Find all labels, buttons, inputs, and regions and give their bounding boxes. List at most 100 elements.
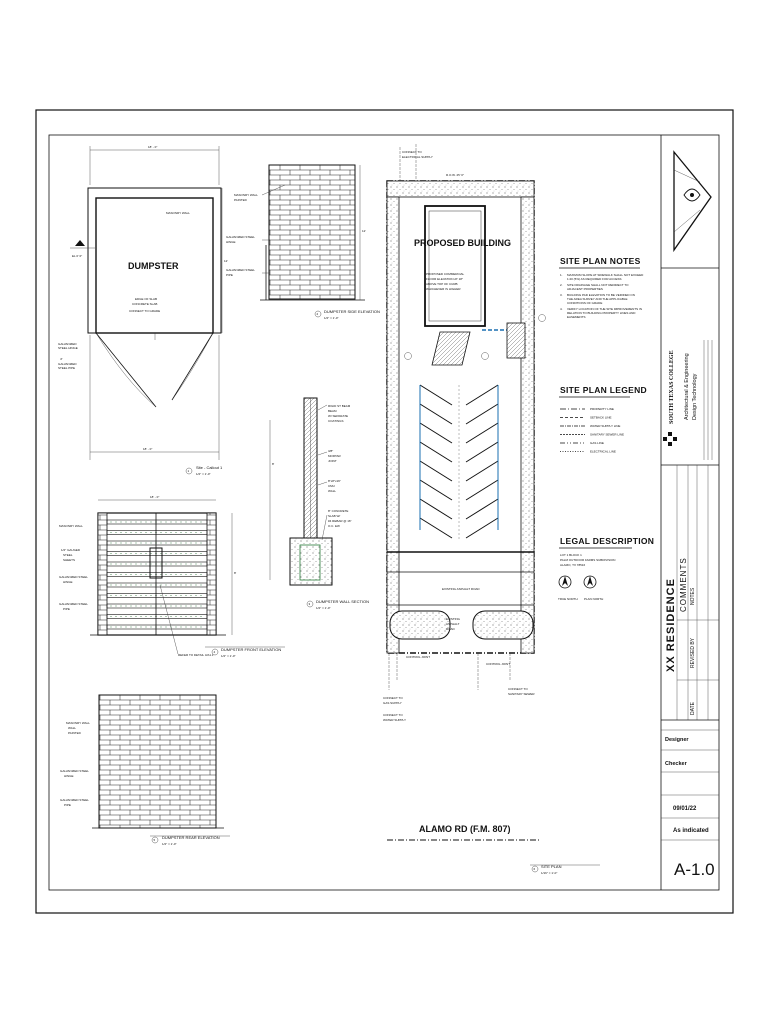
revision-header-notes: NOTES (690, 587, 696, 605)
svg-text:GALVANIZED STEEL: GALVANIZED STEEL (226, 268, 255, 272)
svg-text:EXISTING ASPHALT ROAD: EXISTING ASPHALT ROAD (442, 587, 480, 591)
gate-slat (106, 530, 208, 535)
dumpster-side-elevation: MASONRY WALL PAINTED GALVANIZED STEEL HI… (226, 164, 380, 320)
svg-text:ALAMO, TX 78516: ALAMO, TX 78516 (560, 563, 585, 567)
svg-text:#4 REBAR @ 16": #4 REBAR @ 16" (328, 519, 352, 523)
wall-section-title: DUMPSTER WALL SECTION (316, 599, 369, 604)
program-line-1: Architectural & Engineering (684, 353, 690, 420)
notes-heading: SITE PLAN NOTES (560, 256, 641, 266)
site-plan: PROPOSED BUILDING PROPOSED COMMERCIAL FL… (383, 144, 600, 875)
svg-text:1/16" = 1'-0": 1/16" = 1'-0" (541, 871, 557, 875)
svg-text:MORTAR: MORTAR (328, 454, 342, 458)
svg-text:12': 12' (362, 229, 366, 233)
legend-item-label: SETBACK LINE (590, 416, 612, 420)
svg-text:MASONRY WALL: MASONRY WALL (166, 211, 190, 215)
legend-item-label: SANITARY SEWER LINE (590, 433, 624, 437)
svg-text:EXISTING: EXISTING (446, 617, 461, 621)
svg-text:RELATION TO BUILDING PROPERTY: RELATION TO BUILDING PROPERTY LINES AND (567, 311, 636, 315)
school-logo-icon (673, 150, 712, 253)
svg-text:HINGE: HINGE (63, 580, 73, 584)
svg-text:4": 4" (60, 357, 63, 361)
svg-text:1/2" = 1'-0": 1/2" = 1'-0" (316, 606, 331, 610)
svg-text:1:20 (5%) AS REQUIRED FOR ACCE: 1:20 (5%) AS REQUIRED FOR ACCESS (567, 277, 622, 281)
svg-text:JOINT: JOINT (328, 459, 337, 463)
svg-text:18' - 0": 18' - 0" (150, 495, 159, 499)
svg-text:MASONRY WALL: MASONRY WALL (66, 721, 90, 725)
svg-text:PIPE: PIPE (64, 803, 71, 807)
parking-stripe-left (419, 441, 453, 463)
svg-text:VERIFY LOCATION OF THE SITE IM: VERIFY LOCATION OF THE SITE IMPROVEMENTS… (567, 307, 642, 311)
site-plan-notes: SITE PLAN NOTES 1.MAXIMUM SLOPE AT SIDEW… (559, 256, 644, 319)
sheet-number: A-1.0 (674, 860, 715, 879)
comments-heading: COMMENTS (679, 557, 688, 612)
svg-text:ASPHALT: ASPHALT (446, 622, 460, 626)
svg-text:CONNECT TO: CONNECT TO (383, 713, 403, 717)
parking-stripe-right (465, 498, 499, 520)
svg-text:2: 2 (317, 312, 319, 316)
parking-stripe-right (465, 479, 499, 501)
side-elevation-title: DUMPSTER SIDE ELEVATION (324, 309, 380, 314)
svg-text:ROAD: ROAD (446, 627, 456, 631)
svg-text:HINGE: HINGE (226, 240, 236, 244)
svg-text:O.C. EW: O.C. EW (328, 524, 340, 528)
svg-text:1/2" = 1'-0": 1/2" = 1'-0" (162, 842, 177, 846)
svg-text:W/ SEPARATE: W/ SEPARATE (328, 414, 348, 418)
school-name: SOUTH TEXAS COLLEGE (669, 350, 675, 424)
svg-text:GAS SUPPLY: GAS SUPPLY (383, 701, 402, 705)
parking-stripe-left (419, 498, 453, 520)
school-emblem-icon (663, 432, 677, 446)
svg-text:STEEL PIPE: STEEL PIPE (58, 366, 75, 370)
svg-text:18' - 0": 18' - 0" (143, 447, 152, 451)
svg-text:SANITARY SEWER: SANITARY SEWER (508, 692, 535, 696)
svg-text:PIPE: PIPE (63, 607, 70, 611)
parking-stripe-left (419, 384, 453, 406)
svg-text:WATER SUPPLY: WATER SUPPLY (383, 718, 406, 722)
north-label-true: TRUE NORTH (558, 597, 578, 601)
program-line-2: Design Technology (692, 373, 698, 420)
svg-text:HINGE: HINGE (64, 774, 74, 778)
svg-text:GALVANIZED: GALVANIZED (58, 362, 77, 366)
svg-text:1/2" = 1'-0": 1/2" = 1'-0" (221, 654, 236, 658)
svg-text:CONNECT TO: CONNECT TO (383, 696, 403, 700)
svg-text:WHICHEVER IS HIGHER: WHICHEVER IS HIGHER (426, 287, 461, 291)
revision-header-date: DATE (690, 701, 696, 715)
svg-text:REFER TO DETAIL 3/A1.1: REFER TO DETAIL 3/A1.1 (178, 653, 214, 657)
svg-text:LOT 1 BLOCK 1: LOT 1 BLOCK 1 (560, 553, 582, 557)
legend-item-label: ELECTRICAL LINE (590, 450, 616, 454)
svg-text:ELECTRICAL SUPPLY: ELECTRICAL SUPPLY (402, 155, 433, 159)
svg-text:THE AREA SURVEY AND THE APPLIC: THE AREA SURVEY AND THE APPLICABLE (567, 297, 628, 301)
svg-text:PAINTED: PAINTED (68, 731, 82, 735)
svg-text:STEEL HINGE: STEEL HINGE (58, 346, 78, 350)
svg-text:R.O.W. 25' 0": R.O.W. 25' 0" (446, 173, 464, 177)
svg-text:1/2" GAUGED: 1/2" GAUGED (61, 548, 81, 552)
parking-stripe-right (465, 441, 499, 463)
revision-header-revised-by: REVISED BY (690, 637, 696, 668)
svg-text:1/2" = 1'-0": 1/2" = 1'-0" (324, 316, 339, 320)
legal-heading: LEGAL DESCRIPTION (560, 536, 654, 546)
svg-text:GALVANIZED STEEL: GALVANIZED STEEL (60, 769, 89, 773)
gate-slat (106, 561, 208, 567)
scale-value: As indicated (673, 828, 709, 834)
svg-text:3.: 3. (560, 293, 563, 297)
svg-text:GALVANIZED STEEL: GALVANIZED STEEL (60, 798, 89, 802)
svg-text:SITE DRAINAGE SHALL NOT REDIRE: SITE DRAINAGE SHALL NOT REDIRECT TO (567, 283, 629, 287)
svg-text:ADJACENT PROPERTIES: ADJACENT PROPERTIES (567, 287, 603, 291)
date-value: 09/01/22 (673, 806, 697, 812)
legend-item-label: PROPERTY LINE (590, 407, 614, 411)
svg-text:GALVANIZED STEEL: GALVANIZED STEEL (59, 602, 88, 606)
north-label-plan: PLAN NORTH (584, 597, 603, 601)
dumpster-front-elevation: 18' - 0" MASONRY WALL 1/2" GAUGED STEEL … (59, 495, 285, 658)
svg-text:MAXIMUM SLOPE AT SIDEWALK SHAL: MAXIMUM SLOPE AT SIDEWALK SHALL NOT EXCE… (567, 273, 644, 277)
svg-text:GALVANIZED: GALVANIZED (58, 342, 77, 346)
gate-slat (106, 540, 208, 546)
svg-text:BEAM: BEAM (328, 409, 337, 413)
gate-slat (106, 603, 208, 609)
svg-text:EDGE OF SLAB: EDGE OF SLAB (135, 297, 157, 301)
svg-text:6: 6 (534, 867, 536, 871)
gate-slat (106, 582, 208, 588)
checker-value: Checker (665, 761, 688, 767)
dumpster-plan: 18' - 0" DUMPSTER MASONRY WALL EDGE OF S… (58, 145, 228, 476)
gate-slat (106, 624, 208, 630)
svg-text:PALM OUTDOOR FARMS SUBDIVISION: PALM OUTDOOR FARMS SUBDIVISION (560, 558, 615, 562)
